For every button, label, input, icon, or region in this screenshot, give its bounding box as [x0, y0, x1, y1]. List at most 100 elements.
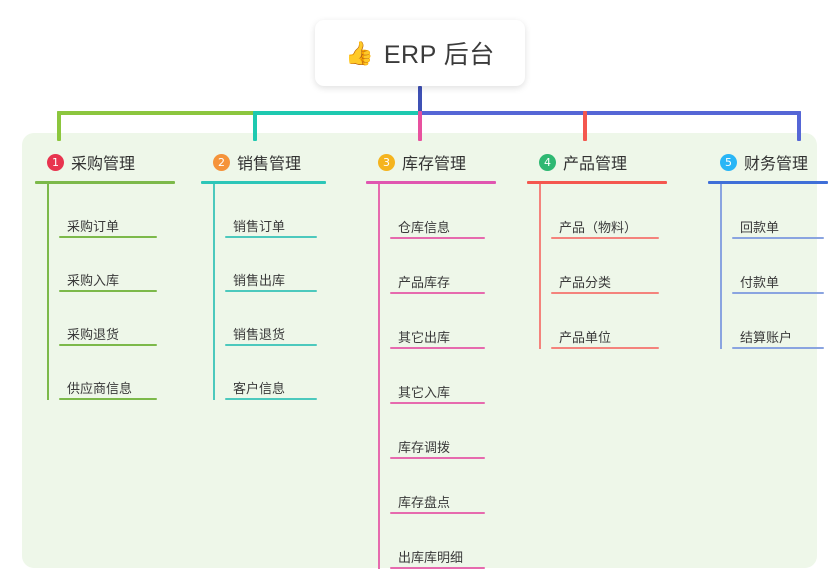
leaf-rule: [390, 292, 485, 294]
column-badge-icon-1: 1: [47, 153, 64, 171]
thumbs-up-icon: 👍: [345, 39, 374, 66]
diagram-panel: [22, 133, 817, 568]
drop-line-col5: [797, 111, 801, 141]
leaf-rule: [59, 236, 157, 238]
leaf-item[interactable]: 其它入库: [378, 349, 496, 404]
leaf-item[interactable]: 产品单位: [539, 294, 667, 349]
column-badge-icon-4: 4: [539, 153, 556, 171]
drop-line-col3: [418, 111, 422, 141]
leaf-label: 库存调拨: [398, 440, 451, 455]
leaf-rule: [225, 398, 317, 400]
leaf-rule: [390, 237, 485, 239]
leaf-rule: [390, 457, 485, 459]
trunk-line: [418, 86, 422, 113]
leaf-item[interactable]: 产品分类: [539, 239, 667, 294]
column-title-5: 财务管理: [744, 156, 809, 173]
leaf-label: 采购入库: [67, 273, 120, 288]
leaf-item[interactable]: 结算账户: [720, 294, 828, 349]
leaf-item[interactable]: 回款单: [720, 184, 828, 239]
column-rule-1: [35, 181, 175, 184]
bus-line-green: [57, 111, 257, 115]
leaf-list-1: 采购订单采购入库采购退货供应商信息: [35, 184, 175, 400]
leaf-item[interactable]: 销售订单: [213, 184, 326, 238]
leaf-label: 出库库明细: [398, 550, 464, 565]
column-header-4[interactable]: 4 产品管理: [527, 145, 667, 179]
leaf-rule: [732, 292, 824, 294]
leaf-item[interactable]: 采购入库: [47, 238, 175, 292]
leaf-item[interactable]: 库存盘点: [378, 459, 496, 514]
leaf-item[interactable]: 产品（物料）: [539, 184, 667, 239]
column-header-5[interactable]: 5 财务管理: [708, 145, 828, 179]
column-5: 5 财务管理回款单付款单结算账户: [708, 145, 828, 349]
leaf-rule: [225, 236, 317, 238]
column-header-2[interactable]: 2 销售管理: [201, 145, 326, 179]
leaf-label: 库存盘点: [398, 495, 451, 510]
leaf-list-5: 回款单付款单结算账户: [708, 184, 828, 349]
leaf-spine-1: [47, 184, 49, 400]
column-container: 1 采购管理采购订单采购入库采购退货供应商信息 2 销售管理销售订单销售出库销售退货客…: [22, 133, 828, 569]
leaf-item[interactable]: 仓库信息: [378, 184, 496, 239]
leaf-rule: [390, 402, 485, 404]
column-title-1: 采购管理: [71, 156, 136, 173]
leaf-rule: [225, 344, 317, 346]
column-rule-3: [366, 181, 496, 184]
column-rule-2: [201, 181, 326, 184]
column-badge-icon-2: 2: [213, 153, 230, 171]
leaf-label: 其它入库: [398, 385, 451, 400]
leaf-list-3: 仓库信息产品库存其它出库其它入库库存调拨库存盘点出库库明细: [366, 184, 496, 569]
column-badge-icon-3: 3: [378, 153, 395, 171]
leaf-label: 销售订单: [233, 219, 286, 234]
leaf-label: 仓库信息: [398, 220, 451, 235]
column-header-1[interactable]: 1 采购管理: [35, 145, 175, 179]
leaf-label: 采购退货: [67, 327, 120, 342]
leaf-item[interactable]: 库存调拨: [378, 404, 496, 459]
column-title-4: 产品管理: [563, 156, 628, 173]
root-title: ERP 后台: [383, 41, 495, 69]
leaf-spine-3: [378, 184, 380, 569]
column-rule-5: [708, 181, 828, 184]
column-badge-icon-5: 5: [720, 153, 737, 171]
leaf-spine-5: [720, 184, 722, 349]
column-header-3[interactable]: 3 库存管理: [366, 145, 496, 179]
leaf-list-4: 产品（物料） 产品分类产品单位: [527, 184, 667, 349]
leaf-rule: [732, 237, 824, 239]
drop-line-col2: [253, 111, 257, 141]
leaf-label: 客户信息: [233, 381, 286, 396]
leaf-rule: [551, 292, 659, 294]
leaf-list-2: 销售订单销售出库销售退货客户信息: [201, 184, 326, 400]
leaf-rule: [390, 567, 485, 569]
leaf-item[interactable]: 客户信息: [213, 346, 326, 400]
column-title-2: 销售管理: [237, 156, 302, 173]
column-4: 4 产品管理产品（物料） 产品分类产品单位: [527, 145, 667, 349]
bus-line-blue: [420, 111, 801, 115]
leaf-rule: [732, 347, 824, 349]
leaf-label: 产品分类: [559, 275, 612, 290]
leaf-item[interactable]: 采购退货: [47, 292, 175, 346]
column-rule-4: [527, 181, 667, 184]
drop-line-col1: [57, 111, 61, 141]
leaf-item[interactable]: 其它出库: [378, 294, 496, 349]
leaf-item[interactable]: 付款单: [720, 239, 828, 294]
drop-line-col4: [583, 111, 587, 141]
leaf-label: 结算账户: [740, 330, 793, 345]
root-node[interactable]: 👍 ERP 后台: [315, 20, 525, 86]
leaf-label: 供应商信息: [67, 381, 133, 396]
leaf-item[interactable]: 出库库明细: [378, 514, 496, 569]
leaf-spine-4: [539, 184, 541, 349]
leaf-rule: [551, 237, 659, 239]
bus-line-teal: [253, 111, 424, 115]
leaf-item[interactable]: 销售退货: [213, 292, 326, 346]
leaf-item[interactable]: 销售出库: [213, 238, 326, 292]
leaf-label: 产品（物料）: [559, 220, 638, 235]
leaf-label: 回款单: [740, 220, 780, 235]
leaf-item[interactable]: 供应商信息: [47, 346, 175, 400]
leaf-spine-2: [213, 184, 215, 400]
column-3: 3 库存管理仓库信息产品库存其它出库其它入库库存调拨库存盘点出库库明细: [366, 145, 496, 569]
column-2: 2 销售管理销售订单销售出库销售退货客户信息: [201, 145, 326, 400]
leaf-item[interactable]: 产品库存: [378, 239, 496, 294]
leaf-item[interactable]: 采购订单: [47, 184, 175, 238]
column-title-3: 库存管理: [402, 156, 467, 173]
leaf-label: 其它出库: [398, 330, 451, 345]
leaf-label: 销售出库: [233, 273, 286, 288]
leaf-rule: [390, 512, 485, 514]
